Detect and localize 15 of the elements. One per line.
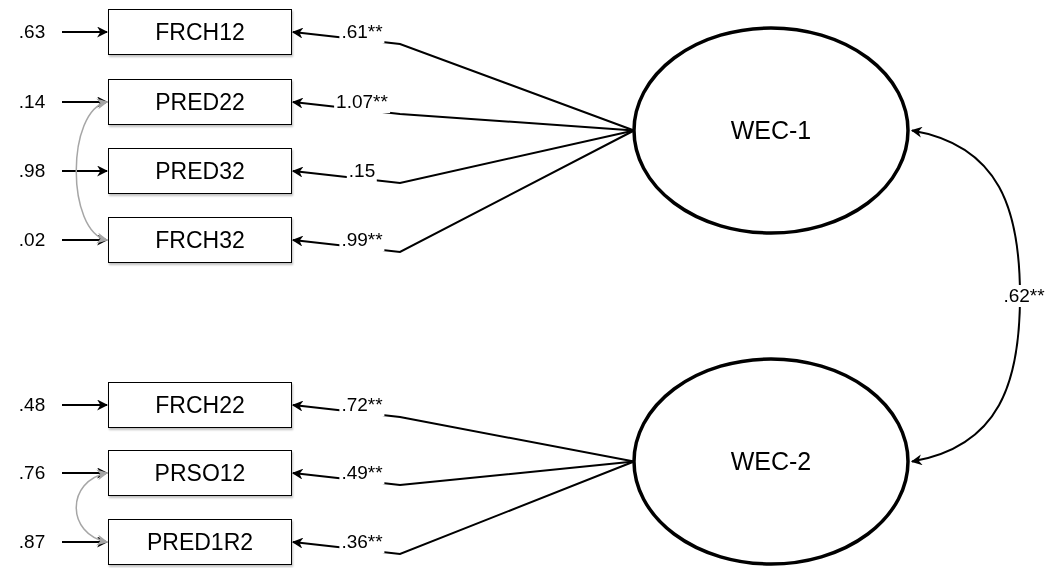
node-label: WEC-1 (730, 116, 812, 145)
indicator-box: PRED32 (108, 148, 292, 194)
node-label: WEC-2 (730, 447, 812, 476)
covariance-arrow (910, 127, 1021, 465)
indicator-box: FRCH32 (108, 217, 292, 263)
indicator-box: FRCH22 (108, 382, 292, 428)
covariance-arrow (75, 470, 109, 545)
indicator-box: PRED1R2 (108, 519, 292, 565)
covariance-arrow (75, 101, 108, 241)
path-arrow (61, 165, 109, 177)
path-arrow (61, 399, 109, 411)
indicator-box: PRED22 (108, 79, 292, 125)
path-arrow (61, 26, 109, 38)
indicator-box: FRCH12 (108, 9, 292, 55)
indicator-box: PRSO12 (108, 450, 292, 496)
